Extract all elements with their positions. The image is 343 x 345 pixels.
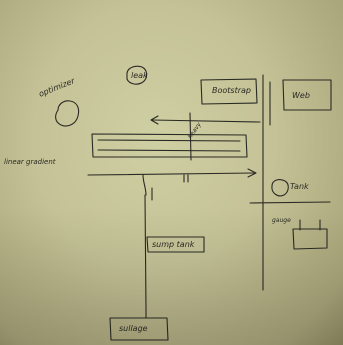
tank-circle — [272, 180, 288, 196]
top-bar-inner — [98, 140, 240, 141]
label-sullage: sullage — [119, 325, 148, 333]
label-bootstrap: Bootstrap — [212, 87, 251, 95]
right-lower-box — [293, 229, 327, 249]
right-horizontal — [250, 202, 330, 203]
central-vertical — [145, 195, 146, 310]
main-line — [88, 173, 254, 175]
label-gauge: gauge — [272, 218, 291, 224]
label-leak: leak — [131, 72, 148, 80]
main-hook-right — [184, 175, 188, 182]
top-bar-box — [92, 134, 247, 157]
top-arrow — [152, 120, 260, 122]
label-linear-gradient: linear gradient — [4, 159, 56, 166]
optimizer-circle — [56, 101, 79, 126]
label-web: Web — [292, 92, 310, 100]
top-bar-lower — [98, 150, 240, 151]
label-sump-tank: sump tank — [152, 241, 194, 249]
label-tank: Tank — [290, 183, 309, 191]
main-hook-left — [143, 175, 146, 195]
